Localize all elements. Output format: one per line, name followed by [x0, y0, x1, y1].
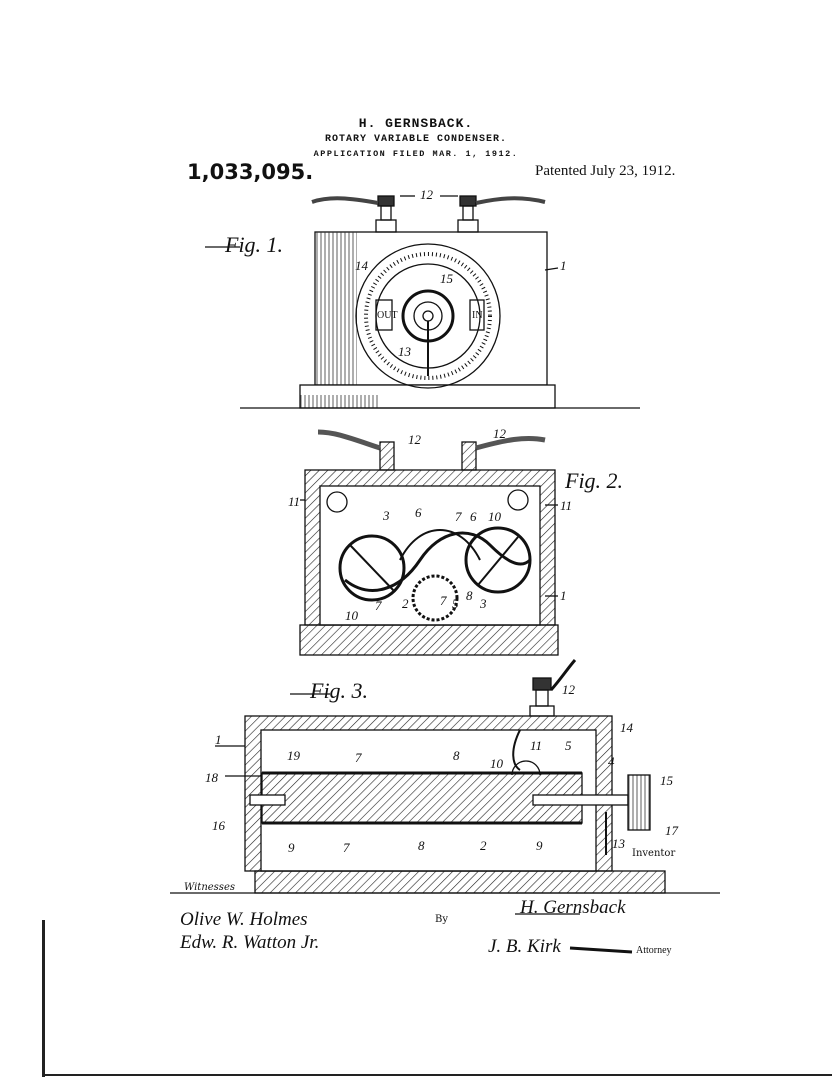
terminal: [529, 659, 577, 717]
dial-out-label: OUT: [377, 310, 398, 321]
inventor-label: Inventor: [632, 848, 675, 859]
terminal-left: [311, 195, 397, 233]
callout: 11: [560, 498, 572, 513]
callout: 1: [215, 732, 222, 747]
callout: 9: [288, 840, 295, 855]
callout: 12: [562, 682, 576, 697]
witness-signature-2: Edw. R. Watton Jr.: [179, 932, 319, 953]
callout: 1: [560, 258, 567, 273]
callout: 5: [452, 596, 459, 611]
callout: 16: [212, 818, 226, 833]
callout: 4: [608, 754, 615, 769]
callout: 7: [455, 509, 462, 524]
inventor-name: H. GERNSBACK.: [358, 116, 474, 131]
patent-date: Patented July 23, 1912.: [535, 163, 676, 179]
dial-in-label: IN: [472, 310, 483, 321]
callout: 8: [418, 838, 425, 853]
page-left-edge: [42, 920, 45, 1077]
callout: 8: [453, 748, 460, 763]
callout: 8: [466, 588, 473, 603]
callout: 3: [479, 596, 487, 611]
terminal-right: [457, 195, 546, 233]
page-bottom-edge: [42, 1074, 832, 1076]
figure-2: Fig. 2. 12 12 11 11 3 6 7 6 10 1: [288, 426, 623, 656]
callout: 7: [440, 593, 447, 608]
callout: 7: [355, 750, 362, 765]
attorney-signature: J. B. Kirk: [488, 936, 561, 957]
callout: 5: [565, 738, 572, 753]
callout: 15: [440, 271, 454, 286]
callout: 12: [420, 187, 434, 202]
callout: 12: [493, 426, 507, 441]
callout: 11: [288, 494, 300, 509]
by-label: By: [435, 914, 448, 925]
callout: 7: [375, 598, 382, 613]
terminal-left: [317, 429, 395, 471]
dial: OUT IN: [355, 243, 501, 389]
callout: 2: [402, 596, 409, 611]
terminal-right: [461, 435, 546, 471]
callout: 6: [470, 509, 477, 524]
callout: 6: [415, 505, 422, 520]
figure-1: Fig. 1. OUT IN: [205, 187, 640, 409]
fig1-label: Fig. 1.: [224, 232, 283, 257]
callout: 13: [612, 836, 626, 851]
signatures: Witnesses Inventor Olive W. Holmes Edw. …: [179, 848, 675, 957]
inventor-signature: H. Gernsback: [519, 897, 626, 918]
fig2-label: Fig. 2.: [564, 468, 623, 493]
callout: 10: [490, 756, 504, 771]
attorney-label: Attorney: [636, 945, 672, 956]
callout: 7: [343, 840, 350, 855]
callout: 18: [205, 770, 219, 785]
figure-3: Fig. 3. 12 14 1 19 7 8 11 5 4: [170, 659, 720, 894]
callout: 9: [536, 838, 543, 853]
callout: 3: [382, 508, 390, 523]
witnesses-label: Witnesses: [184, 882, 235, 893]
callout: 14: [620, 720, 634, 735]
patent-title: ROTARY VARIABLE CONDENSER.: [324, 134, 508, 145]
callout: 12: [408, 432, 422, 447]
callout: 17: [665, 823, 679, 838]
callout: 1: [560, 588, 567, 603]
callout: 11: [530, 738, 542, 753]
callout: 10: [488, 509, 502, 524]
callout: 15: [660, 773, 674, 788]
patent-number: 1,033,095.: [187, 160, 314, 184]
witness-signature-1: Olive W. Holmes: [180, 909, 308, 930]
application-filed: APPLICATION FILED MAR. 1, 1912.: [313, 149, 519, 159]
callout: 14: [355, 258, 369, 273]
callout: 2: [480, 838, 487, 853]
callout: 19: [287, 748, 301, 763]
callout: 13: [398, 344, 412, 359]
fig3-label: Fig. 3.: [309, 678, 368, 703]
callout: 10: [345, 608, 359, 623]
